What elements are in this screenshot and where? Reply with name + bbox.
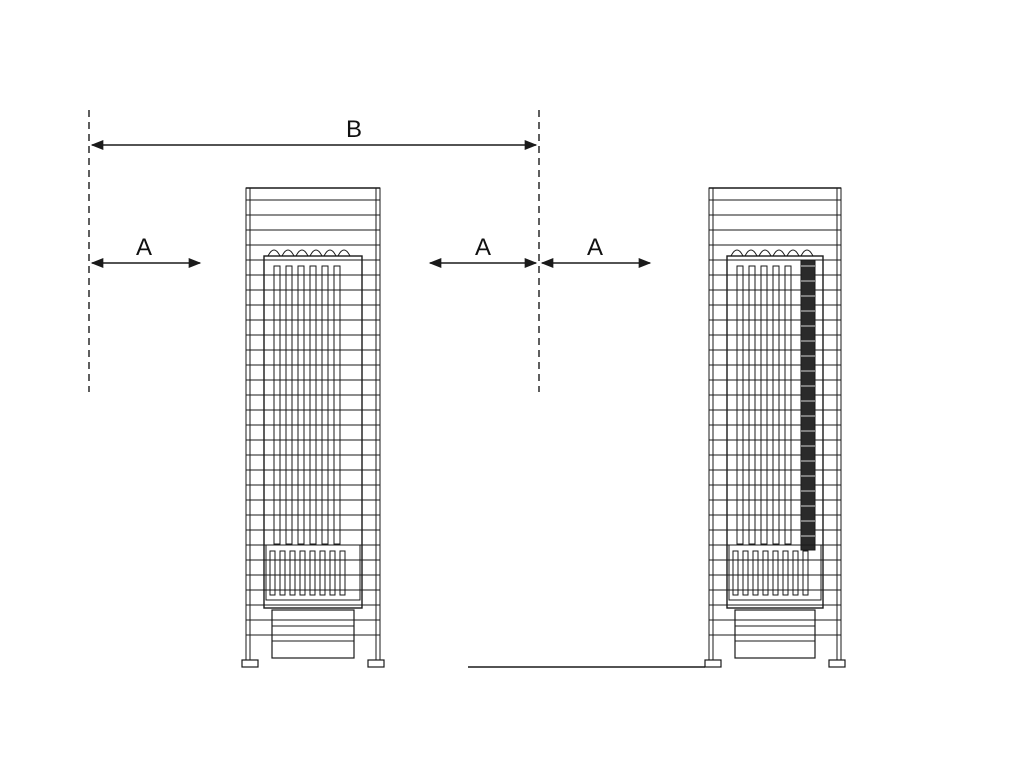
coil-loop <box>295 249 309 257</box>
heating-element <box>784 265 792 545</box>
foot-right <box>828 659 846 668</box>
element-foot <box>742 550 749 596</box>
element-foot <box>772 550 779 596</box>
foot-left <box>704 659 722 668</box>
heater-body <box>263 255 363 609</box>
heating-element <box>273 265 281 545</box>
heating-element <box>321 265 329 545</box>
label-a-second: A <box>587 234 603 261</box>
heating-element <box>297 265 305 545</box>
coil-loop <box>744 249 758 257</box>
element-foot <box>279 550 286 596</box>
coil-loop <box>267 249 281 257</box>
element-foot <box>752 550 759 596</box>
foot-right <box>367 659 385 668</box>
coil-loop <box>337 249 351 257</box>
element-foot <box>792 550 799 596</box>
element-foot <box>762 550 769 596</box>
heater-side-view <box>704 187 846 668</box>
left-post <box>708 187 714 661</box>
coil-loop <box>800 249 814 257</box>
element-foot <box>309 550 316 596</box>
foot-left <box>241 659 259 668</box>
element-foot <box>339 550 346 596</box>
coil-loop <box>281 249 295 257</box>
element-foot <box>319 550 326 596</box>
right-post <box>375 187 381 661</box>
coil-loop <box>323 249 337 257</box>
heating-element <box>772 265 780 545</box>
coil-loop <box>309 249 323 257</box>
heating-element <box>760 265 768 545</box>
heating-element <box>333 265 341 545</box>
label-a-left: A <box>136 234 152 261</box>
element-base <box>728 544 822 601</box>
heating-element <box>736 265 744 545</box>
element-foot <box>782 550 789 596</box>
side-panel <box>800 259 816 551</box>
element-foot <box>289 550 296 596</box>
element-foot <box>732 550 739 596</box>
dimension-lines <box>88 110 652 392</box>
coil-loop <box>758 249 772 257</box>
right-post <box>836 187 842 661</box>
element-foot <box>299 550 306 596</box>
control-box <box>734 609 816 659</box>
heating-element <box>285 265 293 545</box>
label-b: B <box>346 116 362 143</box>
control-box <box>271 609 355 659</box>
coil-loop <box>772 249 786 257</box>
heating-element <box>309 265 317 545</box>
element-base <box>265 544 361 601</box>
element-foot <box>269 550 276 596</box>
heating-element <box>748 265 756 545</box>
element-foot <box>802 550 809 596</box>
left-post <box>245 187 251 661</box>
element-foot <box>329 550 336 596</box>
coil-loop <box>730 249 744 257</box>
label-a-right: A <box>475 234 491 261</box>
heater-front-view <box>241 187 385 668</box>
heater-body <box>726 255 824 609</box>
coil-loop <box>786 249 800 257</box>
